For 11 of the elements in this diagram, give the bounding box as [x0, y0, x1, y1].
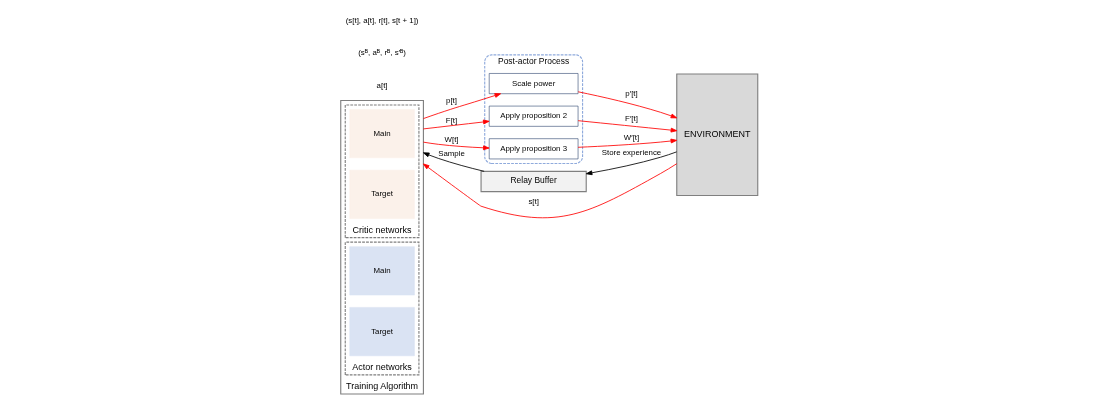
node-box: ENVIRONMENT — [676, 73, 759, 197]
arrow — [577, 91, 678, 119]
arrow — [423, 93, 502, 119]
arrow — [423, 152, 485, 172]
arrow — [577, 120, 678, 133]
arrow — [423, 141, 490, 151]
node-box: Relay Buffer — [480, 170, 587, 193]
arrow — [423, 163, 678, 219]
arrow — [423, 119, 490, 130]
arrow — [577, 138, 678, 148]
arrow — [585, 151, 678, 176]
